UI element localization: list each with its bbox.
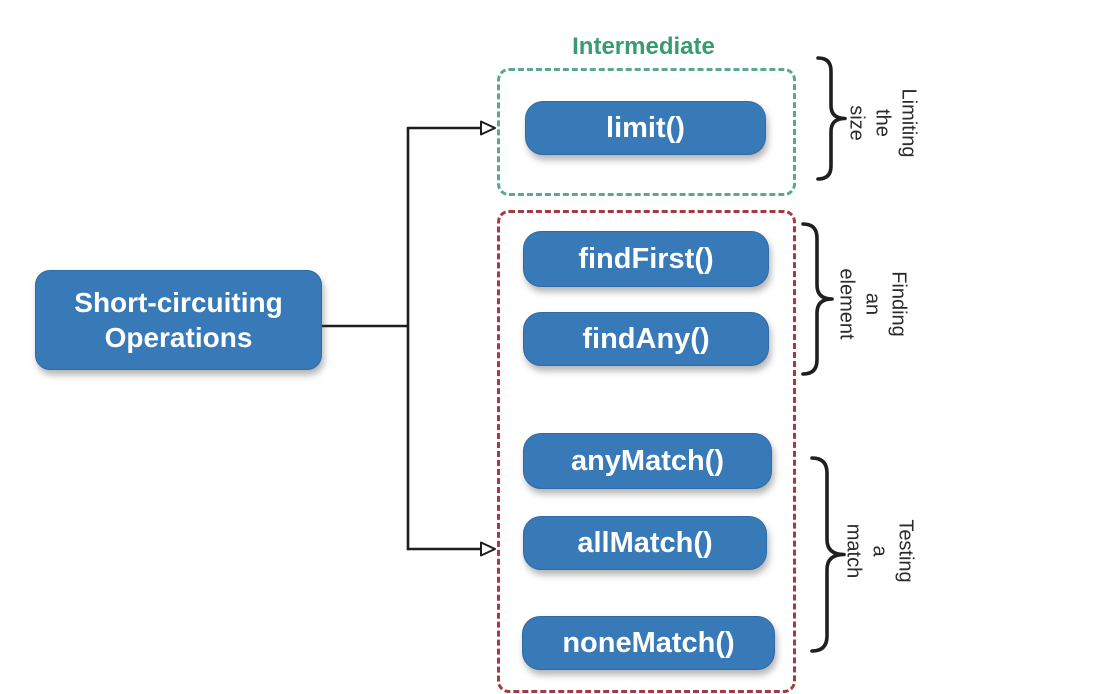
op-box-anymatch: anyMatch() <box>523 433 772 489</box>
op-box-findany: findAny() <box>523 312 769 366</box>
intermediate-group-box <box>497 68 796 196</box>
brace-testing-a-match <box>810 456 846 653</box>
op-box-findfirst: findFirst() <box>523 231 769 287</box>
op-box-limit: limit() <box>525 101 766 155</box>
arrowhead-intermediate <box>480 120 496 136</box>
terminal-group-box <box>497 210 796 693</box>
intermediate-group-title: Intermediate <box>572 33 715 60</box>
trunk-line <box>404 126 410 551</box>
annotation-testing-text: Testing a match <box>843 519 917 583</box>
brace-limiting-the-size <box>816 56 847 181</box>
annotation-limiting-text: Limiting the size <box>845 88 920 158</box>
annotation-finding-text: Finding an element <box>836 268 910 340</box>
op-box-allmatch: allMatch() <box>523 516 767 570</box>
brace-finding-an-element <box>801 222 834 376</box>
op-box-nonematch: noneMatch() <box>522 616 775 670</box>
root-node-short-circuiting-operations: Short-circuiting Operations <box>35 270 322 370</box>
arrowhead-terminal <box>480 541 496 557</box>
